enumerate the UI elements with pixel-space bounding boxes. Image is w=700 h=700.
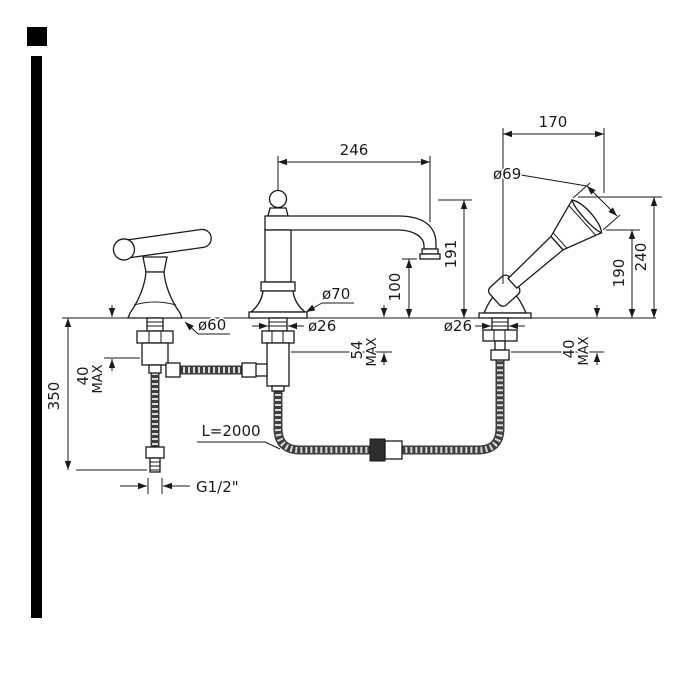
mixer-handle-assembly [112, 228, 212, 473]
spout-outlet [421, 248, 439, 255]
dim-label-170: 170 [539, 113, 568, 131]
dim-handle-base-diameter: ø60 [184, 315, 230, 336]
dim-label-246: 246 [340, 141, 369, 159]
supply-thread-end [149, 457, 161, 473]
dim-shower-offset: 170 [502, 112, 605, 284]
dim-label-g12: G1/2" [196, 478, 239, 496]
dim-label-d26-shower: ø26 [444, 317, 472, 335]
dim-spout-reach: 246 [277, 140, 431, 222]
handle-mounting-nut [136, 330, 174, 344]
dim-shower-deck-thickness: 40 MAX [511, 305, 604, 367]
handshower-handle [507, 235, 564, 290]
handshower-assembly [478, 198, 603, 361]
dim-label-40-left-max: MAX [91, 364, 106, 393]
handle-body [127, 271, 183, 319]
dim-label-54: 54 [348, 340, 366, 359]
dim-label-d69: ø69 [493, 165, 521, 183]
dim-outlet-height: 100 [385, 258, 417, 318]
supply-hose-nut [145, 446, 165, 459]
hose-nut [241, 362, 257, 378]
handshower-hose [273, 358, 505, 455]
spout-tee-body [266, 342, 290, 387]
dim-supply-hose-drop: 350 [44, 318, 147, 471]
spout-base [249, 290, 307, 313]
dim-shower-height: 190 [606, 229, 640, 318]
spout-aerator [419, 253, 441, 260]
spout-mounting-nut [261, 330, 295, 344]
dim-label-d60: ø60 [198, 316, 226, 334]
dim-spout-shank-diameter: ø26 [252, 316, 338, 337]
handle-shank [146, 317, 164, 332]
dim-label-40-left: 40 [74, 366, 92, 385]
inline-hose-connector [369, 438, 403, 462]
dim-label-100: 100 [386, 273, 404, 302]
spout-assembly [241, 189, 441, 392]
dim-spout-height: 191 [438, 199, 472, 318]
handle-side-port [165, 362, 181, 378]
dim-label-190: 190 [610, 259, 628, 288]
handle-valve-body [141, 342, 169, 366]
dim-label-d26-spout: ø26 [308, 317, 336, 335]
dim-label-l2000: L=2000 [201, 422, 260, 440]
dim-handle-deck-thickness: 40 MAX [73, 305, 140, 395]
dim-spout-base-diameter: ø70 [305, 284, 354, 313]
page-edge-marks [27, 27, 47, 618]
handshower-hose-nut [490, 349, 510, 361]
label-hose-length: L=2000 [197, 421, 281, 450]
dim-shower-shank-diameter: ø26 [442, 316, 525, 337]
dim-handshower-head-diameter: ø69 [492, 164, 621, 231]
spout-finial [268, 189, 288, 209]
dim-label-40-right-max: MAX [577, 336, 592, 365]
dim-shower-overall-height: 240 [578, 196, 662, 318]
spout-shank [268, 317, 288, 332]
dim-label-191: 191 [442, 240, 460, 269]
label-supply-thread: G1/2" [120, 477, 240, 498]
handshower-mounting-nut [482, 329, 518, 342]
dim-spout-deck-thickness: 54 MAX [291, 305, 392, 368]
lever-handle [112, 228, 212, 261]
dim-label-240: 240 [632, 243, 650, 272]
handle-bonnet [142, 256, 168, 273]
dim-label-350: 350 [45, 382, 63, 411]
dim-label-54-max: MAX [365, 337, 380, 366]
spout-column [264, 229, 292, 283]
handshower-shank [491, 317, 509, 331]
dim-label-40-right: 40 [560, 339, 578, 358]
dim-label-d70: ø70 [322, 285, 350, 303]
